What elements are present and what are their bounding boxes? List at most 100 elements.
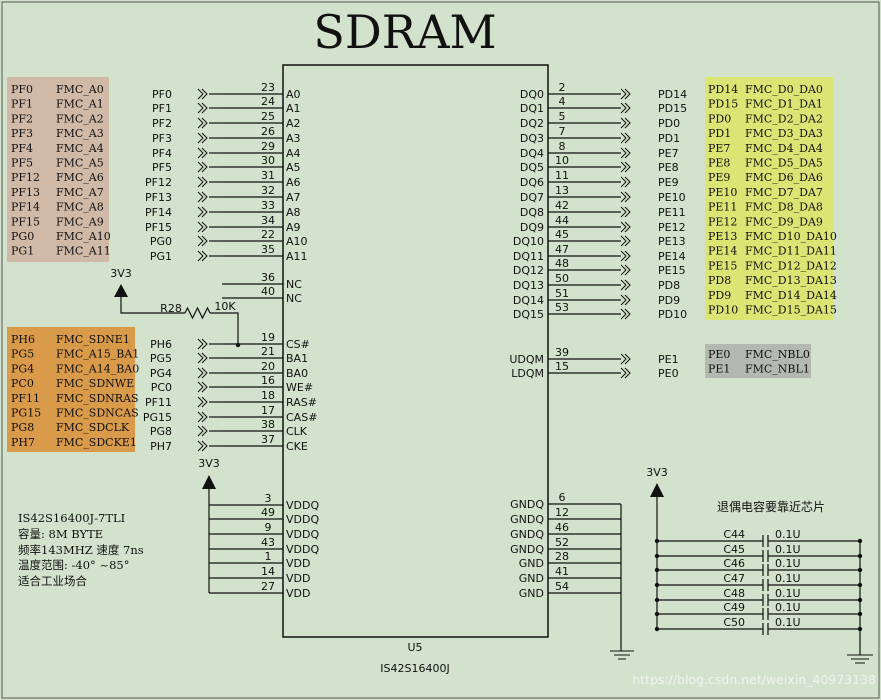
table-port: PE9 [708,171,730,184]
connector-chevron-icon [201,338,208,350]
pin-number: 41 [555,565,569,578]
connector-chevron-icon [201,176,208,188]
net-label: PG8 [150,425,172,438]
table-port: PD14 [708,83,738,96]
pin-name: VDDQ [286,528,319,541]
pin-number: 32 [261,184,275,197]
table-signal: FMC_D11_DA11 [745,245,837,258]
cap-value: 0.1U [775,587,801,600]
table-port: PE0 [708,348,730,361]
pin-number: 23 [261,81,275,94]
vcc-arrow-icon [650,483,664,497]
connector-chevron-icon [624,132,631,144]
diagram-title: SDRAM [313,5,496,59]
table-signal: FMC_D14_DA14 [745,289,837,302]
pin-number: 25 [261,110,275,123]
net-label: PE1 [658,353,679,366]
connector-chevron-icon [620,279,627,291]
table-signal: FMC_NBL0 [745,348,810,361]
connector-chevron-icon [197,250,204,262]
pin-number: 51 [555,287,569,300]
pin-name: RAS# [286,396,317,409]
resistor-value: 10K [214,300,236,313]
resistor-wire-right [210,312,239,345]
connector-chevron-icon [201,147,208,159]
table-signal: FMC_A9 [56,215,104,228]
pin-name: CLK [286,425,308,438]
pin-number: 16 [261,374,275,387]
vdd-supply-label: 3V3 [198,457,220,470]
pin-name: DQ8 [520,206,544,219]
table-port: PF0 [11,83,33,96]
connector-chevron-icon [620,206,627,218]
cap-ref: C46 [723,557,745,570]
info-line: 频率143MHZ 速度 7ns [18,543,144,557]
table-signal: FMC_SDNWE [56,377,134,390]
table-port: PD9 [708,289,731,302]
pin-name: VDDQ [286,513,319,526]
pin-name: VDDQ [286,499,319,512]
pin-number: 2 [559,81,566,94]
vcc-arrow-icon [202,475,216,489]
net-label: PF1 [152,102,172,115]
connector-chevron-icon [197,161,204,173]
data-pin-table [705,77,833,320]
connector-chevron-icon [624,294,631,306]
pin-name: DQ15 [513,308,544,321]
table-signal: FMC_A10 [56,230,111,243]
pullup-resistor: 3V3 R28 10K [110,267,241,348]
table-port: PD0 [708,112,731,125]
net-label: PF14 [145,206,172,219]
connector-chevron-icon [201,352,208,364]
junction-dot [654,611,660,617]
net-label: PE15 [658,264,686,277]
pin-name: DQ14 [513,294,544,307]
table-port: PF2 [11,112,33,125]
connector-chevron-icon [201,206,208,218]
connector-chevron-icon [197,102,204,114]
connector-chevron-icon [197,191,204,203]
table-signal: FMC_D4_DA4 [745,142,823,155]
junction-dot [235,342,241,348]
connector-chevron-icon [620,117,627,129]
net-label: PF13 [145,191,172,204]
pin-number: 48 [555,257,569,270]
pin-number: 40 [261,285,275,298]
pin-name: CKE [286,440,308,453]
table-port: PF14 [11,201,40,214]
net-label: PF11 [145,396,172,409]
pin-name: UDQM [509,353,544,366]
pin-number: 53 [555,301,569,314]
cap-value: 0.1U [775,528,801,541]
connector-chevron-icon [624,206,631,218]
pin-name: VDD [286,572,310,585]
pin-name: DQ0 [520,88,544,101]
connector-chevron-icon [201,132,208,144]
pin-number: 35 [261,243,275,256]
net-label: PE11 [658,206,686,219]
junction-dot [857,553,863,559]
connector-chevron-icon [201,440,208,452]
connector-chevron-icon [624,279,631,291]
pin-name: DQ12 [513,264,544,277]
net-label: PE10 [658,191,686,204]
table-signal: FMC_D9_DA9 [745,215,823,228]
net-label: PC0 [151,381,172,394]
connector-chevron-icon [620,88,627,100]
connector-chevron-icon [197,352,204,364]
pin-number: 33 [261,199,275,212]
net-label: PD0 [658,117,680,130]
connector-chevron-icon [624,191,631,203]
net-label: PD1 [658,132,680,145]
table-port: PG0 [11,230,34,243]
net-label: PE7 [658,147,679,160]
pin-number: 20 [261,360,275,373]
pin-name: A7 [286,191,301,204]
pin-number: 28 [555,550,569,563]
net-label: PF3 [152,132,172,145]
pin-name: NC [286,292,302,305]
pin-number: 45 [555,228,569,241]
pin-number: 12 [555,506,569,519]
